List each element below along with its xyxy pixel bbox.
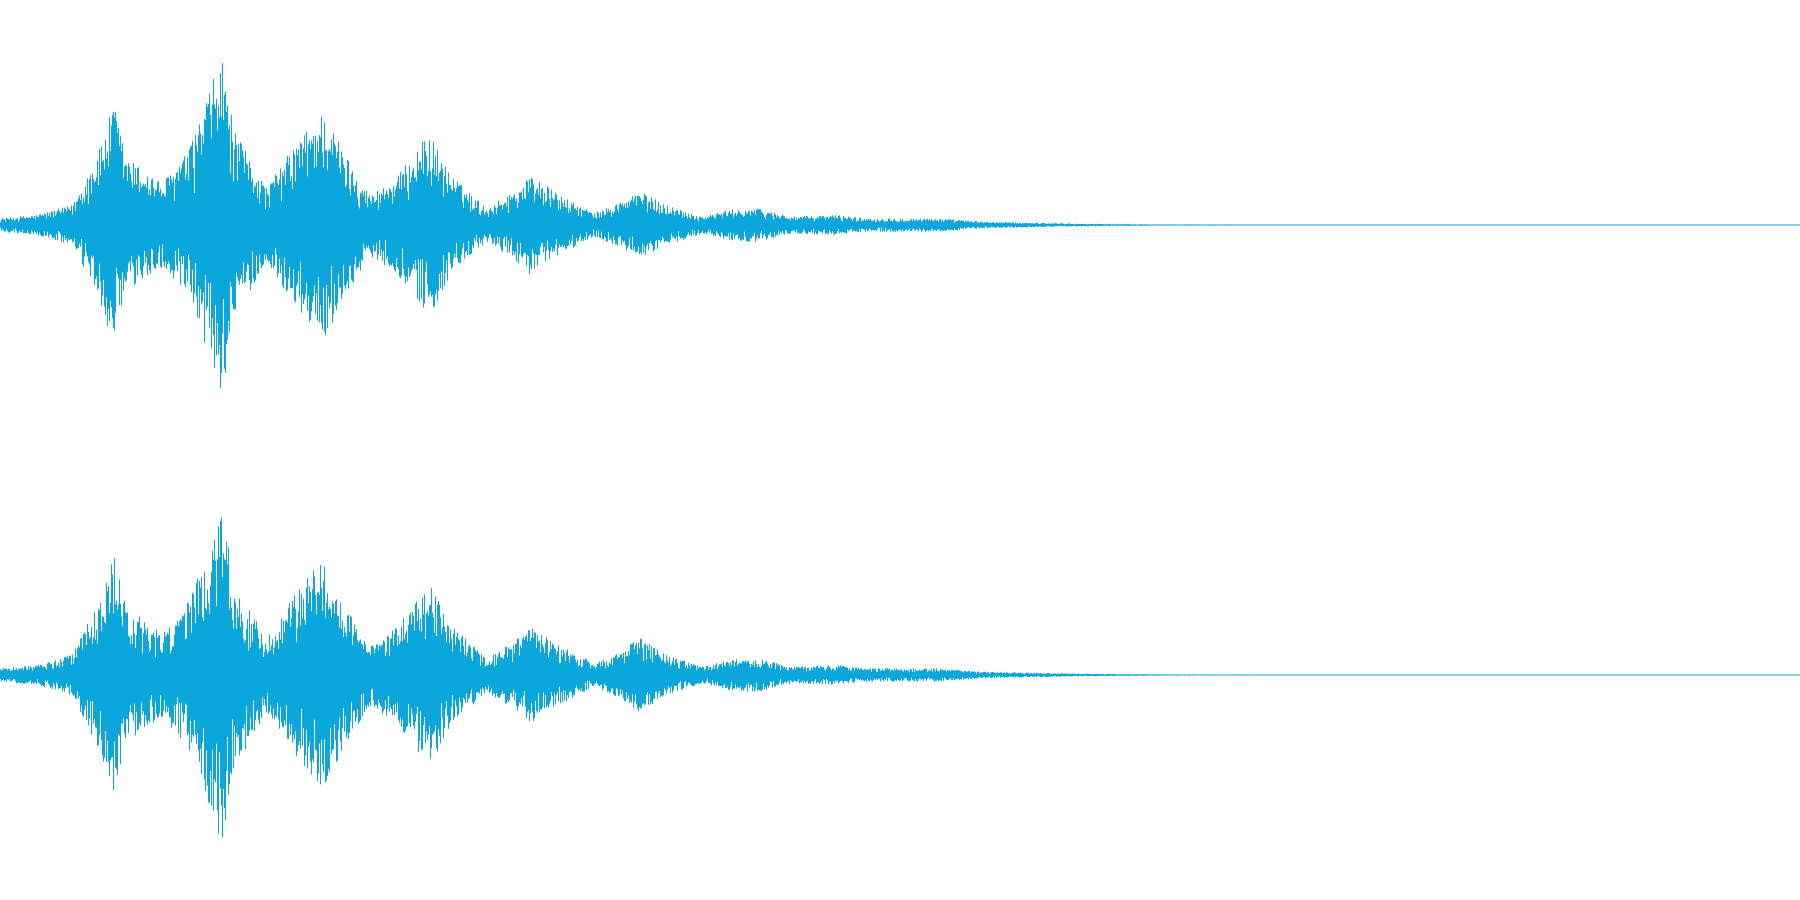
channel-left-waveform <box>0 63 1800 389</box>
left-waveform-svg <box>0 63 1800 389</box>
waveform-core-left <box>0 171 1316 279</box>
waveform-core-right <box>0 621 1322 729</box>
channel-right-waveform <box>0 450 1800 900</box>
right-waveform-svg <box>0 517 1800 838</box>
